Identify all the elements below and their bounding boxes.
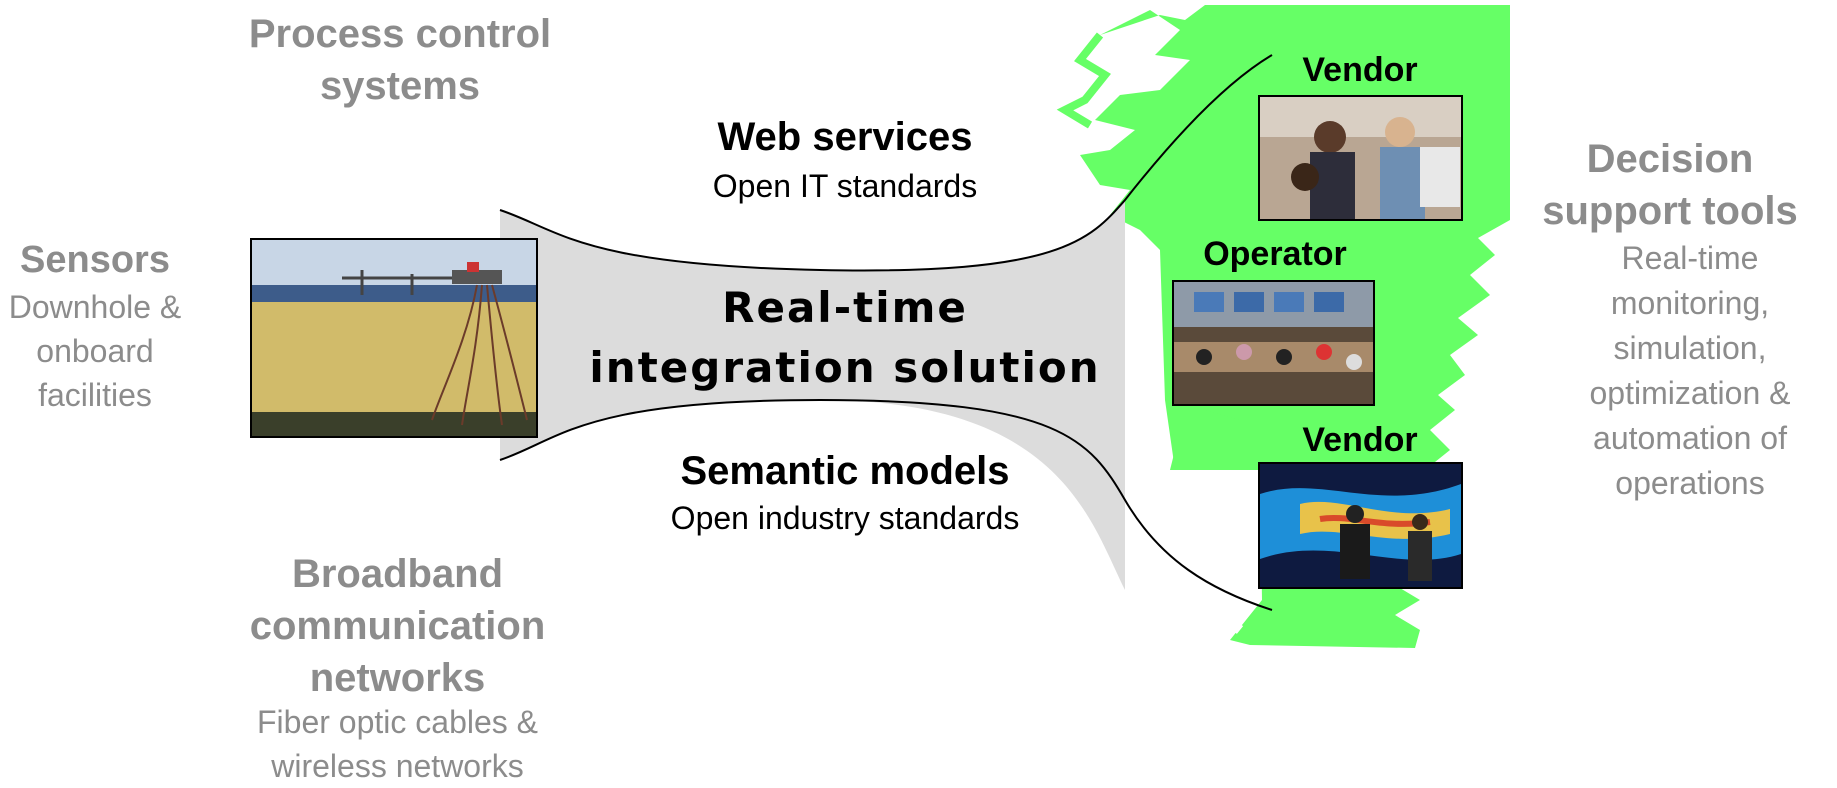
broadband-title: Broadband communication networks <box>249 552 546 700</box>
decision-support-title: Decision support tools <box>1542 137 1798 233</box>
semantic-models-title: Semantic models <box>680 449 1010 493</box>
offshore-platform-image <box>250 238 538 438</box>
vendor-meeting-photo <box>1258 95 1463 221</box>
vendor-visualization-icon <box>1260 464 1461 587</box>
operator-control-room-icon <box>1174 282 1373 404</box>
integration-funnel <box>500 200 1125 590</box>
vendor-bottom-label: Vendor <box>1302 421 1418 459</box>
sensors-subtitle: Downhole & onboard facilities <box>8 289 182 413</box>
vendor-visualization-photo <box>1258 462 1463 589</box>
sensors-title: Sensors <box>20 239 170 281</box>
process-control-title: Process control systems <box>248 12 552 108</box>
operator-label: Operator <box>1203 235 1347 273</box>
vendor-meeting-icon <box>1260 97 1461 219</box>
offshore-platform-icon <box>252 240 536 436</box>
integration-solution-label: Real-time integration solution <box>589 283 1101 392</box>
operator-control-room-photo <box>1172 280 1375 406</box>
vendor-top-label: Vendor <box>1302 51 1418 89</box>
web-services-subtitle: Open IT standards <box>712 168 978 204</box>
decision-support-subtitle: Real-time monitoring, simulation, optimi… <box>1589 240 1791 501</box>
web-services-title: Web services <box>717 115 973 159</box>
broadband-subtitle: Fiber optic cables & wireless networks <box>256 704 538 784</box>
semantic-models-subtitle: Open industry standards <box>670 500 1020 536</box>
